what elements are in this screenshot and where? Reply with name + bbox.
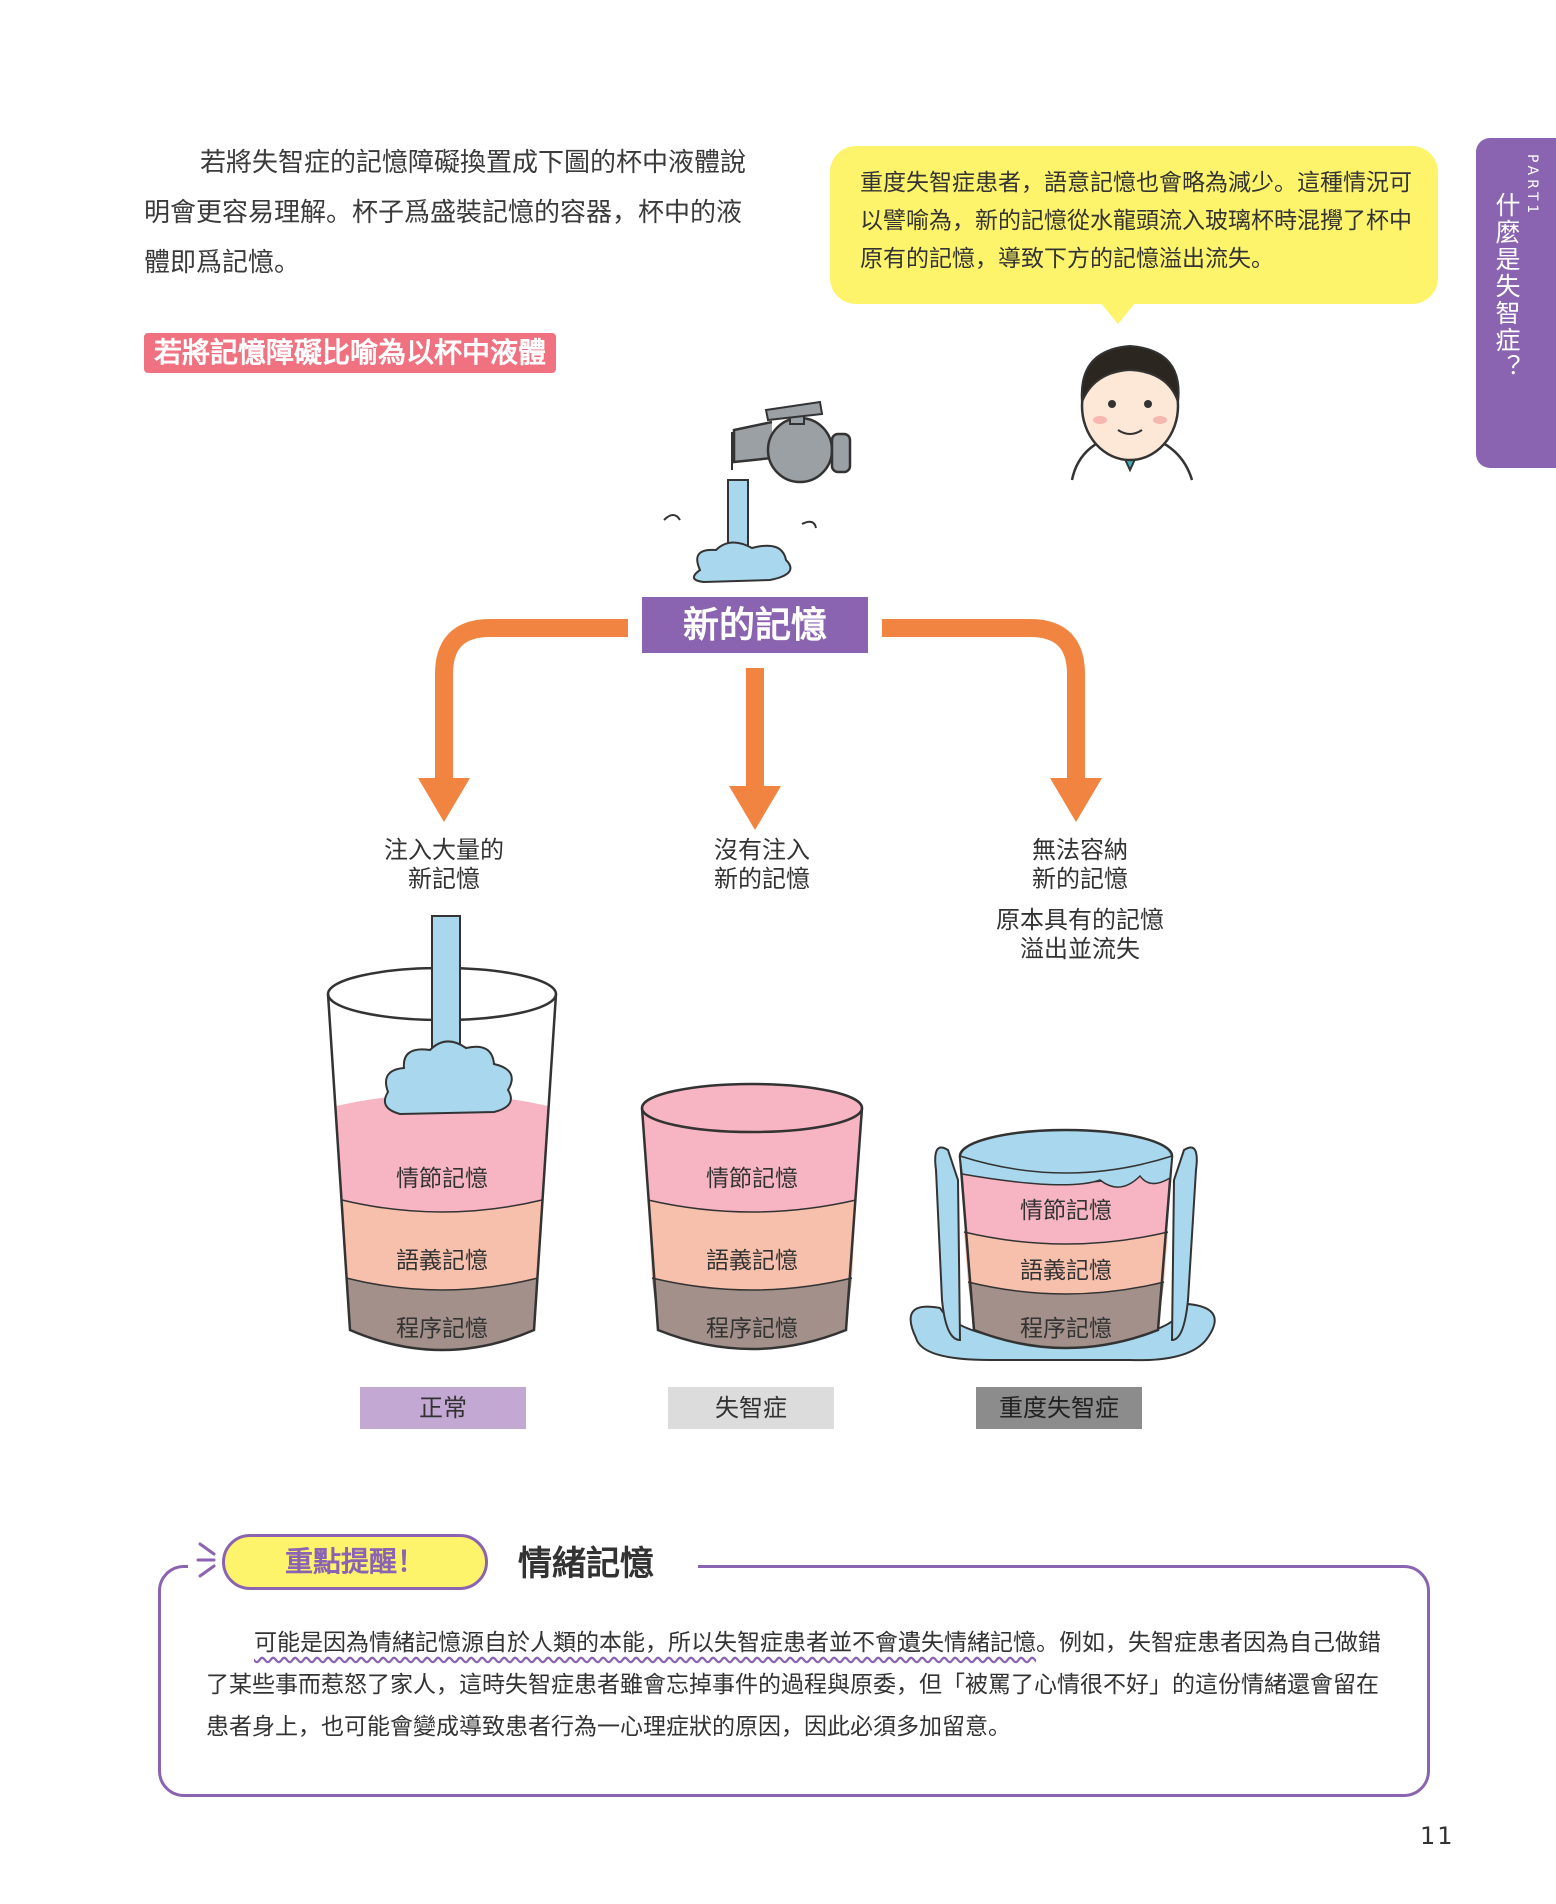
cup-normal-layer-semantic: 語義記憶	[396, 1248, 488, 1274]
faucet-icon	[731, 400, 852, 484]
chapter-side-tab: PART1 什麼是失智症？	[1476, 138, 1556, 468]
callout-rest-text: 。例如，失智症患者因為自己做錯了某些事而惹怒了家人，這時失智症患者雖會忘掉事件的…	[206, 1630, 1381, 1740]
side-tab-part: PART1	[1524, 154, 1540, 218]
cup-dementia-layer-procedural: 程序記憶	[706, 1316, 798, 1342]
cup-severe-layer-episodic: 情節記憶	[1020, 1198, 1112, 1224]
category-normal: 正常	[419, 1394, 467, 1422]
category-dementia-box	[668, 1387, 834, 1429]
cup-dementia	[640, 1082, 864, 1351]
branch-note-severe-line1: 原本具有的記憶	[996, 906, 1164, 934]
cup-normal	[326, 915, 558, 1352]
callout-title: 情緒記憶	[518, 1544, 654, 1584]
new-memory-label: 新的記憶	[683, 605, 827, 646]
branch-caption-severe-line1: 無法容納	[1032, 836, 1128, 864]
cup-normal-layer-episodic: 情節記憶	[396, 1166, 488, 1192]
branch-caption-severe-line2: 新的記憶	[1032, 865, 1128, 893]
branch-caption-dementia-line2: 新的記憶	[714, 865, 810, 893]
branch-note-severe-line2: 溢出並流失	[1020, 935, 1140, 963]
new-memory-label-box	[642, 597, 868, 653]
intro-paragraph: 若將失智症的記憶障礙換置成下圖的杯中液體說明會更容易理解。杯子爲盛裝記憶的容器，…	[144, 138, 764, 288]
sparkle-icon	[196, 1542, 216, 1578]
arrow-left-head	[418, 778, 470, 822]
arrow-middle-head	[729, 786, 781, 830]
speech-bubble-text: 重度失智症患者，語意記憶也會略為減少。這種情況可以譬喻為，新的記憶從水龍頭流入玻…	[860, 170, 1412, 272]
water-stream	[663, 479, 817, 584]
arrow-left	[435, 619, 628, 778]
branch-caption-normal-line2: 新記憶	[408, 865, 480, 893]
memory-cup-diagram: 新的記憶 注入大量的 新記憶 沒有注入 新的記憶 無法容納 新的記憶 原本具有的…	[326, 344, 1216, 1429]
intro-text: 若將失智症的記憶障礙換置成下圖的杯中液體說明會更容易理解。杯子爲盛裝記憶的容器，…	[144, 148, 747, 278]
callout-underlined-text: 可能是因為情緒記憶源自於人類的本能，所以失智症患者並不會遺失情緒記憶	[254, 1630, 1036, 1656]
cup-normal-layer-procedural: 程序記憶	[396, 1316, 488, 1342]
category-normal-box	[360, 1387, 526, 1429]
callout-text: 可能是因為情緒記憶源自於人類的本能，所以失智症患者並不會遺失情緒記憶。例如，失智…	[206, 1622, 1386, 1748]
speech-bubble-tail	[1100, 302, 1136, 324]
cup-severe-layer-semantic: 語義記憶	[1020, 1258, 1112, 1284]
doctor-avatar-icon	[1070, 344, 1194, 481]
callout-border	[158, 1565, 1430, 1797]
category-severe-box	[976, 1387, 1142, 1429]
cup-dementia-layer-episodic: 情節記憶	[706, 1166, 798, 1192]
arrow-right	[882, 619, 1085, 778]
category-dementia: 失智症	[715, 1394, 787, 1422]
callout-badge: 重點提醒！	[222, 1534, 488, 1590]
cup-dementia-layer-semantic: 語義記憶	[706, 1248, 798, 1274]
branch-arrows	[435, 619, 1085, 790]
cup-severe	[909, 1128, 1216, 1362]
arrow-right-head	[1050, 778, 1102, 822]
side-tab-title: 什麼是失智症？	[1492, 192, 1521, 381]
speech-bubble: 重度失智症患者，語意記憶也會略為減少。這種情況可以譬喻為，新的記憶從水龍頭流入玻…	[830, 146, 1438, 324]
branch-caption-dementia-line1: 沒有注入	[714, 836, 810, 864]
page-number: 11	[1420, 1822, 1455, 1850]
cup-severe-layer-procedural: 程序記憶	[1020, 1316, 1112, 1342]
category-severe: 重度失智症	[999, 1394, 1119, 1422]
section-label: 若將記憶障礙比喻為以杯中液體	[144, 333, 557, 373]
branch-caption-normal-line1: 注入大量的	[384, 836, 504, 864]
